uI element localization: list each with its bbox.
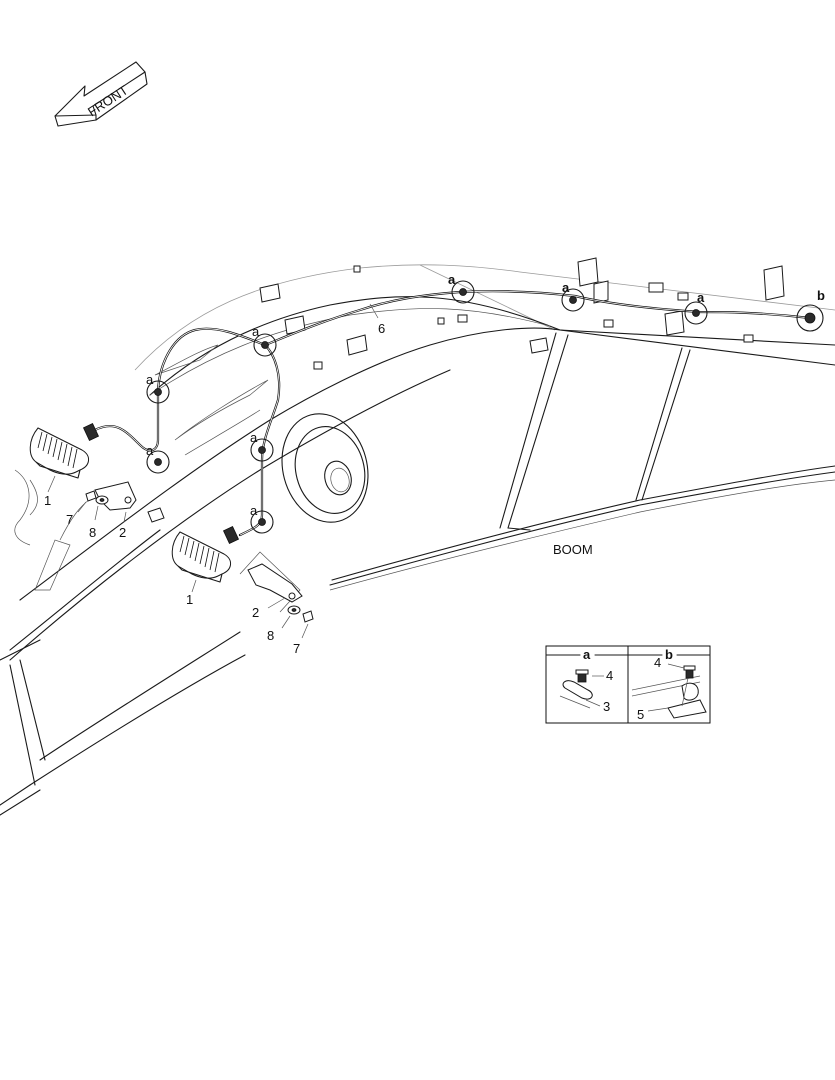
clip-marker-a: a xyxy=(684,290,708,325)
svg-text:a: a xyxy=(250,430,258,445)
callout-bracket: 2 xyxy=(119,525,126,540)
boom-structure: BOOM xyxy=(0,257,835,816)
boom-label: BOOM xyxy=(553,542,593,557)
clip-markers: a a a b a a a xyxy=(146,272,825,534)
lamp-bracket-lower: 2 xyxy=(239,551,303,620)
callout-screw: 7 xyxy=(66,512,73,527)
wire-harness: 6 xyxy=(93,290,812,537)
callout-harness: 6 xyxy=(378,321,385,336)
detail-a-clip-label: 3 xyxy=(603,699,610,714)
clip-marker-a: a xyxy=(561,280,585,312)
svg-text:a: a xyxy=(250,503,258,518)
washer-screw-lower: 8 7 xyxy=(267,605,314,656)
clip-marker-a: a xyxy=(448,272,475,304)
callout-washer: 8 xyxy=(89,525,96,540)
detail-b-bolt-label: 4 xyxy=(654,655,661,670)
clip-marker-a: a xyxy=(250,430,274,462)
lamp-bracket-upper: 2 xyxy=(94,481,165,540)
clip-marker-a: a xyxy=(146,372,170,404)
svg-text:a: a xyxy=(697,290,705,305)
washer-screw-upper: 7 8 xyxy=(66,490,109,540)
work-lamp-upper: 1 xyxy=(29,423,100,508)
clip-marker-a: a xyxy=(252,324,277,357)
front-arrow-icon: FRONT xyxy=(54,61,148,127)
clip-marker-a: a xyxy=(146,443,170,474)
svg-text:b: b xyxy=(817,288,825,303)
detail-box-b: b 4 5 xyxy=(627,645,711,724)
svg-text:a: a xyxy=(252,324,260,339)
svg-text:a: a xyxy=(562,280,570,295)
callout-bracket: 2 xyxy=(252,605,259,620)
callout-washer: 8 xyxy=(267,628,274,643)
clip-marker-b: b xyxy=(796,288,825,332)
detail-a-title: a xyxy=(583,647,591,662)
detail-a-bolt-label: 4 xyxy=(606,668,613,683)
detail-box-a: a 4 3 xyxy=(545,645,629,724)
callout-lamp: 1 xyxy=(44,493,51,508)
clip-marker-a: a xyxy=(250,503,274,534)
callout-lamp: 1 xyxy=(186,592,193,607)
svg-text:a: a xyxy=(448,272,456,287)
detail-b-clamp-label: 5 xyxy=(637,707,644,722)
detail-b-title: b xyxy=(665,647,673,662)
svg-text:a: a xyxy=(146,372,154,387)
callout-screw: 7 xyxy=(293,641,300,656)
svg-text:a: a xyxy=(146,443,154,458)
work-lamp-lower: 1 xyxy=(171,526,240,607)
